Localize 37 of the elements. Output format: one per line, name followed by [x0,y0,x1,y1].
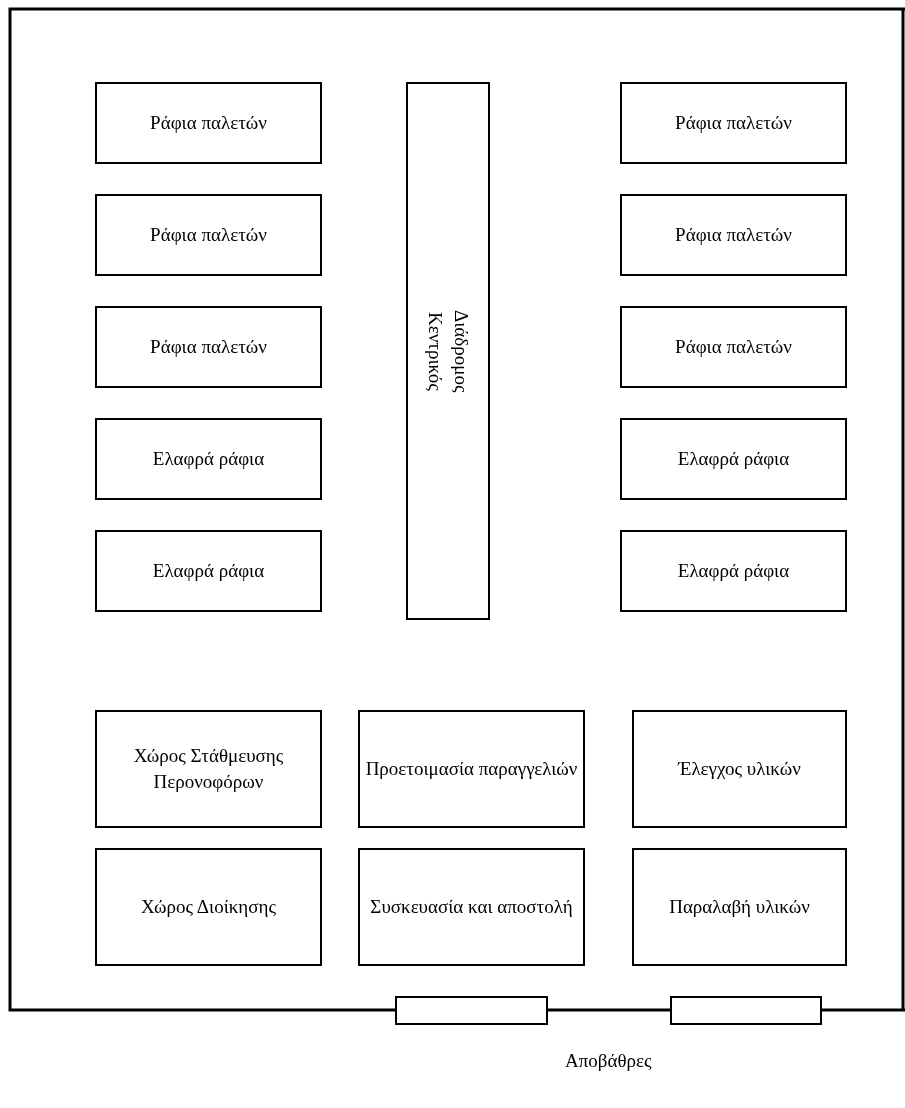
area-label: Ελαφρά ράφια [677,447,790,472]
area-label: Ελαφρά ράφια [152,447,265,472]
floor-area [620,306,847,388]
floor-area [632,848,847,966]
floor-area [95,194,322,276]
area-label: Συσκευασία και αποστολή [370,895,573,920]
floor-area [95,82,322,164]
dock-box [670,996,822,1025]
area-label: Ράφια παλετών [150,111,267,136]
docks-label: Αποβάθρες [565,1049,652,1073]
area-label: Ελαφρά ράφια [152,559,265,584]
floor-area [95,848,322,966]
floor-area [358,848,585,966]
area-label: Προετοιμασία παραγγελιών [365,757,578,782]
area-label: Έλεγχος υλικών [678,757,801,782]
floor-area [620,530,847,612]
floor-area [95,710,322,828]
area-label: Ράφια παλετών [150,335,267,360]
area-label: Παραλαβή υλικών [669,895,810,920]
floor-area [632,710,847,828]
area-label: Ράφια παλετών [675,223,792,248]
floor-area [358,710,585,828]
area-label: Ράφια παλετών [675,111,792,136]
floor-area [620,418,847,500]
area-label: Κεντρικός Διάδρομος [424,308,473,395]
area-label: Ράφια παλετών [150,223,267,248]
area-label: Ράφια παλετών [675,335,792,360]
area-label: Χώρος Στάθμευσης Περονοφόρων [132,744,285,794]
floor-area [620,82,847,164]
floor-area [95,530,322,612]
floor-area [620,194,847,276]
area-label: Ελαφρά ράφια [677,559,790,584]
floor-area [95,418,322,500]
area-label: Χώρος Διοίκησης [141,895,276,920]
dock-box [395,996,548,1025]
floor-area [95,306,322,388]
corridor-area [406,82,490,620]
